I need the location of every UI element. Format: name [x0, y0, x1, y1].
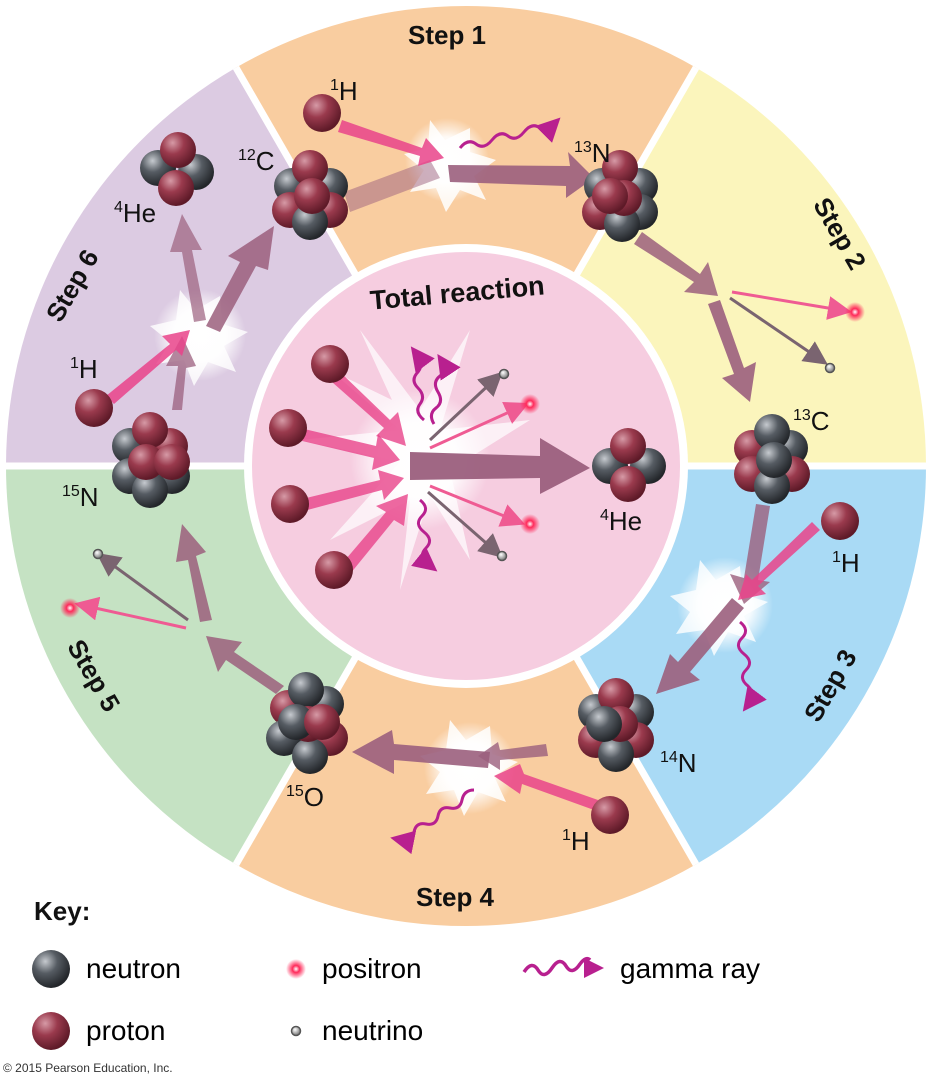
n13-label: 13N: [574, 138, 611, 168]
ring: [5, 5, 927, 927]
proton-icon: [32, 1012, 70, 1050]
positron-icon: [286, 959, 306, 979]
step4-sector: [236, 466, 696, 927]
incoming-proton-arrows: [106, 120, 820, 810]
key-gamma-label: gamma ray: [620, 953, 761, 984]
h1-label-step1: 1H: [330, 76, 358, 106]
step1-label: Step 1: [408, 20, 486, 50]
neutron-icon: [32, 950, 70, 988]
h1-label-step4: 1H: [562, 826, 590, 856]
o15-label: 15O: [286, 782, 324, 812]
key-neutron: neutron: [30, 948, 181, 990]
key-neutrino-label: neutrino: [322, 1015, 424, 1046]
gamma-rays: [390, 117, 767, 855]
nucleus-n14: [578, 678, 654, 772]
he4-label-total: 4He: [600, 506, 642, 536]
key-gamma: gamma ray: [522, 952, 760, 986]
c13-label: 13C: [793, 406, 830, 436]
key-neutrino: neutrino: [284, 1014, 423, 1048]
key-positron: positron: [284, 952, 422, 986]
h1-label-step3: 1H: [832, 548, 860, 578]
step1-sector: [236, 5, 696, 466]
nucleus-he4-step6: [140, 132, 214, 206]
reaction-arrows: [166, 152, 770, 774]
single-protons: [75, 94, 859, 834]
nucleus-n15: [112, 412, 190, 508]
c12-label: 12C: [238, 146, 275, 176]
positron-dots: [60, 302, 865, 618]
n15-label: 15N: [62, 482, 99, 512]
key-proton-label: proton: [86, 1015, 166, 1046]
key-neutron-label: neutron: [86, 953, 181, 984]
nucleus-c13: [734, 414, 810, 504]
he4-label-step6: 4He: [114, 198, 156, 228]
emission-arrows: [74, 290, 852, 630]
nucleus-c12: [272, 150, 348, 240]
n14-label: 14N: [660, 748, 697, 778]
h1-label-step6: 1H: [70, 354, 98, 384]
key-proton: proton: [30, 1010, 165, 1052]
gamma-ray-icon: [522, 956, 604, 978]
key-positron-label: positron: [322, 953, 422, 984]
nucleus-n13: [582, 150, 658, 242]
key-title: Key:: [34, 896, 91, 926]
neutrino-icon: [290, 1025, 302, 1037]
nucleus-o15: [266, 672, 348, 774]
nucleus-he4-total: [592, 428, 666, 502]
copyright-notice: © 2015 Pearson Education, Inc.: [3, 1061, 173, 1075]
neutrino-dots: [92, 362, 836, 562]
step4-label: Step 4: [416, 882, 495, 912]
